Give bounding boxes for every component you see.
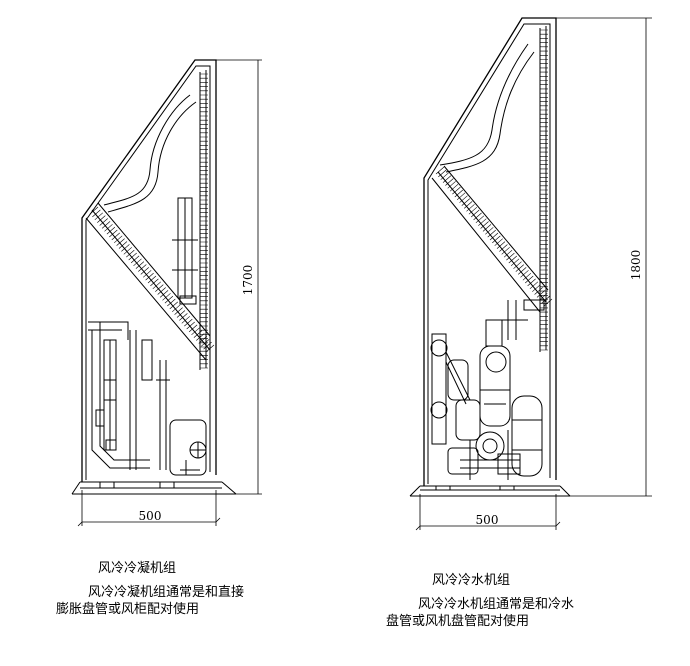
left-height-dimension: 1700 bbox=[241, 265, 255, 296]
chiller-unit-drawing bbox=[409, 17, 571, 497]
left-unit-description: 风冷冷凝机组通常是和直接膨胀盘管或风柜配对使用 bbox=[56, 585, 245, 617]
left-dimension-lines bbox=[77, 59, 262, 527]
condensing-unit-drawing bbox=[71, 59, 237, 495]
unit-drawings: 500 1700 bbox=[71, 17, 652, 531]
coil-fins-vertical bbox=[200, 73, 208, 369]
coil-fins-vertical-right bbox=[540, 29, 548, 351]
right-dimension-lines bbox=[415, 17, 652, 531]
coil-fins-diagonal-right bbox=[435, 166, 553, 307]
coil-fins-diagonal bbox=[89, 206, 215, 353]
right-unit-description: 风冷冷水机组通常是和冷水盘管或风机盘管配对使用 bbox=[386, 597, 575, 629]
right-width-dimension: 500 bbox=[476, 513, 499, 527]
left-unit-title: 风冷冷凝机组 bbox=[98, 561, 177, 576]
left-width-dimension: 500 bbox=[139, 509, 162, 523]
right-unit-title: 风冷冷水机组 bbox=[432, 573, 511, 588]
right-height-dimension: 1800 bbox=[629, 250, 643, 281]
